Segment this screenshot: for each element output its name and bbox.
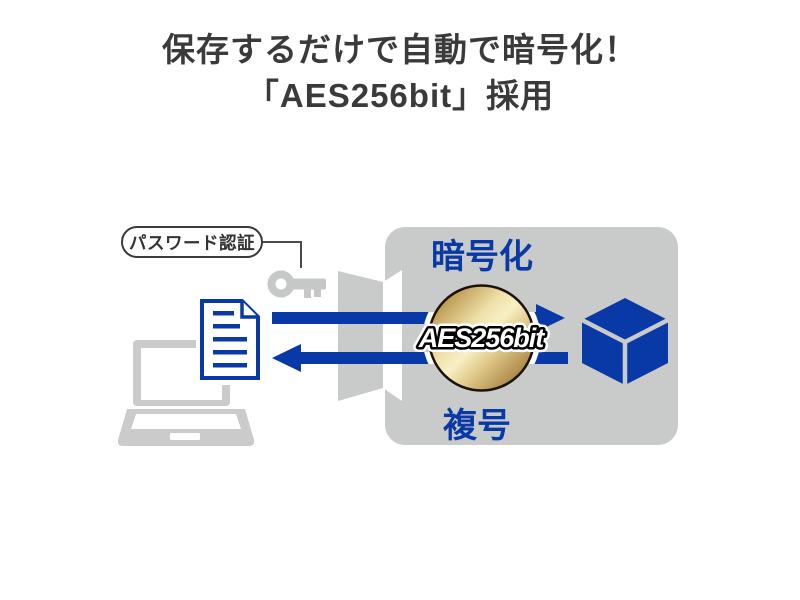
document-icon	[196, 294, 263, 385]
aes-badge: AES256bit AES256bit	[413, 284, 551, 392]
encrypt-label: 暗号化	[431, 238, 533, 276]
title-line-1: 保存するだけで自動で暗号化！	[162, 31, 638, 68]
password-connector-line	[262, 241, 302, 268]
password-auth-label: パスワード認証	[129, 232, 255, 253]
aes-badge-outline: AES256bit	[418, 323, 546, 353]
key-icon	[267, 270, 326, 298]
password-auth-badge: パスワード認証	[121, 226, 263, 258]
page-title: 保存するだけで自動で暗号化！ 「AES256bit」採用	[0, 27, 800, 119]
decrypt-label: 複号	[443, 407, 511, 445]
cube-icon	[580, 298, 670, 385]
door-icon	[338, 270, 402, 401]
aes-badge-label: AES256bit	[418, 323, 546, 353]
title-line-2: 「AES256bit」採用	[245, 77, 555, 114]
